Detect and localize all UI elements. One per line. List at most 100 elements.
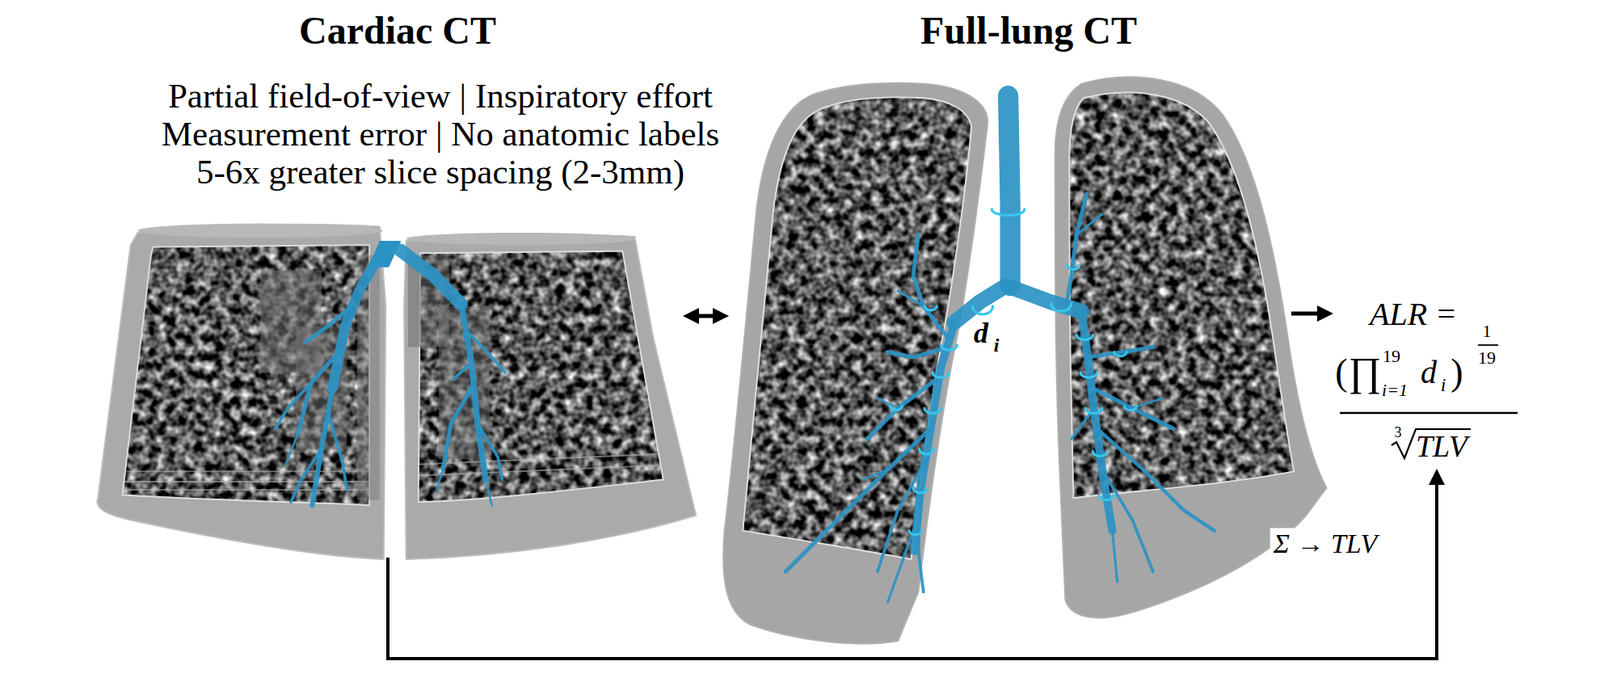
cardiac-ct-volume xyxy=(96,223,696,560)
cardiac-airway xyxy=(477,423,502,480)
airway-tree xyxy=(913,234,948,337)
full-lung-ct-volume xyxy=(742,96,972,560)
formula-paren: ( xyxy=(1334,351,1348,395)
measurement-rings xyxy=(1067,265,1080,270)
measurement-rings xyxy=(889,209,1137,535)
measurement-rings xyxy=(1086,408,1103,413)
airway-tree xyxy=(917,489,923,592)
fraction-bar xyxy=(1477,344,1499,346)
cardiac-airway xyxy=(400,249,462,304)
full-lung-ct-panel: Full-lung CT xyxy=(728,64,1292,647)
cardiac-airway xyxy=(467,331,506,373)
measurement-rings xyxy=(1076,334,1093,340)
arrowhead xyxy=(712,307,729,325)
airway-tree xyxy=(1066,193,1087,307)
fraction-bar xyxy=(1339,345,1518,413)
volume-symbol: TLV xyxy=(1415,429,1468,465)
cardiac-airway xyxy=(453,362,472,379)
measurement-rings xyxy=(972,306,993,315)
airway-tree xyxy=(888,346,950,358)
airway-tree xyxy=(1087,346,1154,358)
cardiac-airway xyxy=(311,387,333,506)
volume-sum-label: Σ → TLV xyxy=(1270,527,1382,560)
measurement-rings xyxy=(1124,406,1137,411)
airway-tree xyxy=(897,290,924,307)
formula-lhs: ALR = xyxy=(1369,295,1457,333)
airway-tree xyxy=(1096,428,1214,531)
cardiac-ct-volume xyxy=(123,471,370,490)
cardiac-airway xyxy=(286,433,299,465)
full-lung-ct-volume xyxy=(1069,92,1294,499)
airway-tree xyxy=(1111,530,1117,582)
full-lung-ct-volume xyxy=(723,83,988,645)
arrowhead xyxy=(682,307,699,325)
full-lung-ct-volume xyxy=(742,96,972,560)
cardiac-airway xyxy=(461,303,486,480)
cardiac-airway xyxy=(290,449,322,503)
cardiac-airway xyxy=(442,387,472,470)
airway-tree xyxy=(785,428,931,572)
diameter-symbol: d xyxy=(1420,353,1437,392)
cardiac-airway xyxy=(436,469,443,490)
full-lung-ct-volume xyxy=(1069,92,1294,499)
measurement-rings xyxy=(1092,450,1108,456)
diameter-label: d xyxy=(973,316,989,350)
airway-tree xyxy=(1076,214,1103,235)
root-index: 3 xyxy=(1394,424,1403,442)
cardiac-airway xyxy=(332,255,380,388)
measurement-rings xyxy=(919,449,935,455)
feedback-arrow xyxy=(387,468,1445,659)
cardiac-airway xyxy=(485,480,493,506)
airway-tree xyxy=(1091,387,1174,430)
measurement-rings xyxy=(1051,303,1072,312)
exponent-numerator: 1 xyxy=(1482,320,1492,342)
measurement-rings xyxy=(932,372,949,378)
connector-line xyxy=(387,483,1437,659)
connector-line xyxy=(697,314,715,319)
measurement-rings xyxy=(1080,372,1097,378)
limitations-note: Partial field-of-view | Inspiratory effo… xyxy=(145,76,736,191)
measurement-rings xyxy=(909,530,922,535)
arrow xyxy=(1291,305,1334,322)
cardiac-airway xyxy=(275,240,506,506)
cardiac-airway xyxy=(306,306,353,342)
exponent-denominator: 19 xyxy=(1477,347,1496,368)
arrowhead xyxy=(1317,305,1334,322)
product-lower-limit: i=1 xyxy=(1381,379,1408,400)
airway-tree xyxy=(1102,469,1154,572)
airway-tree xyxy=(1012,287,1083,312)
connector-line xyxy=(1291,311,1319,316)
airway-tree xyxy=(877,398,898,409)
double-arrow xyxy=(682,307,729,325)
product-upper-limit: 19 xyxy=(1382,345,1401,367)
measurement-rings xyxy=(991,209,1024,216)
diameter-index: i xyxy=(1440,374,1447,397)
measurement-rings xyxy=(889,406,902,411)
measurement-rings xyxy=(1114,352,1127,357)
fraction-bar xyxy=(1339,412,1518,415)
cardiac-airway xyxy=(328,412,348,490)
measurement-rings xyxy=(924,306,937,311)
measurement-rings xyxy=(913,488,928,493)
airway-tree xyxy=(954,286,1007,323)
airway-tree xyxy=(862,469,889,480)
diameter-index-label: i xyxy=(993,334,1000,358)
cardiac-ct-volume xyxy=(137,223,383,239)
cardiac-ct-volume xyxy=(96,224,386,560)
airway-tree xyxy=(1082,311,1113,531)
measurement-rings xyxy=(1098,494,1114,500)
panel-title: Cardiac CT xyxy=(298,8,497,53)
formula-paren: ) xyxy=(1450,351,1463,395)
panel-title: Full-lung CT xyxy=(920,8,1137,53)
arrowhead xyxy=(1428,468,1445,485)
alr-formula: ALR =(∏19i=1di)1193TLV xyxy=(1333,286,1526,469)
airway-tree xyxy=(888,530,914,603)
full-lung-ct-volume xyxy=(723,76,1327,644)
measurement-rings xyxy=(924,408,941,413)
product-symbol: ∏ xyxy=(1347,349,1382,396)
cardiac-ct-volume xyxy=(406,232,636,245)
airway-tree xyxy=(785,96,1214,603)
cardiac-airway xyxy=(275,383,312,430)
measurement-rings xyxy=(940,345,957,350)
